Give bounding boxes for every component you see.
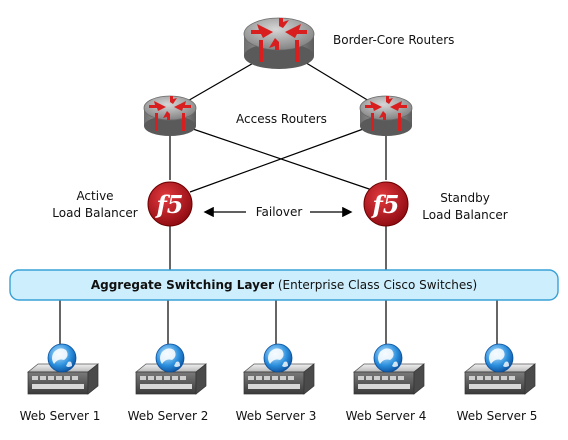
server-label: Web Server 2 [127, 409, 209, 423]
connection-lines [59, 57, 498, 350]
aggregate-switching-title: Aggregate Switching Layer [90, 278, 275, 292]
active-label-line1: Active [76, 189, 114, 203]
active-load-balancer-icon: f5 [147, 181, 193, 227]
web-server-icon [464, 343, 536, 395]
border-core-routers-label: Border-Core Routers [333, 33, 455, 47]
web-servers [27, 343, 536, 395]
border-core-router-icon [243, 17, 315, 69]
server-label: Web Server 4 [345, 409, 427, 423]
server-label: Web Server 5 [456, 409, 538, 423]
web-server-icon [135, 343, 207, 395]
server-label: Web Server 1 [19, 409, 101, 423]
standby-balancer-logo: f5 [370, 190, 399, 219]
standby-label-line2: Load Balancer [422, 208, 508, 222]
standby-load-balancer-icon: f5 [363, 181, 409, 227]
active-label-line2: Load Balancer [52, 206, 138, 220]
web-server-icon [243, 343, 315, 395]
web-server-icon [353, 343, 425, 395]
aggregate-switching-label: Aggregate Switching Layer (Enterprise Cl… [10, 270, 558, 300]
aggregate-switching-bar [9, 269, 559, 301]
access-router-right-icon [359, 95, 413, 136]
access-routers-label: Access Routers [236, 112, 327, 126]
web-server-icon [27, 343, 99, 395]
link-access-right-lb-left [189, 127, 367, 193]
active-balancer-logo: f5 [154, 190, 183, 219]
failover-label: Failover [255, 205, 303, 219]
server-label: Web Server 3 [235, 409, 317, 423]
standby-label-line1: Standby [440, 191, 490, 205]
aggregate-switching-subtitle: (Enterprise Class Cisco Switches) [277, 278, 478, 292]
access-router-left-icon [143, 95, 197, 136]
